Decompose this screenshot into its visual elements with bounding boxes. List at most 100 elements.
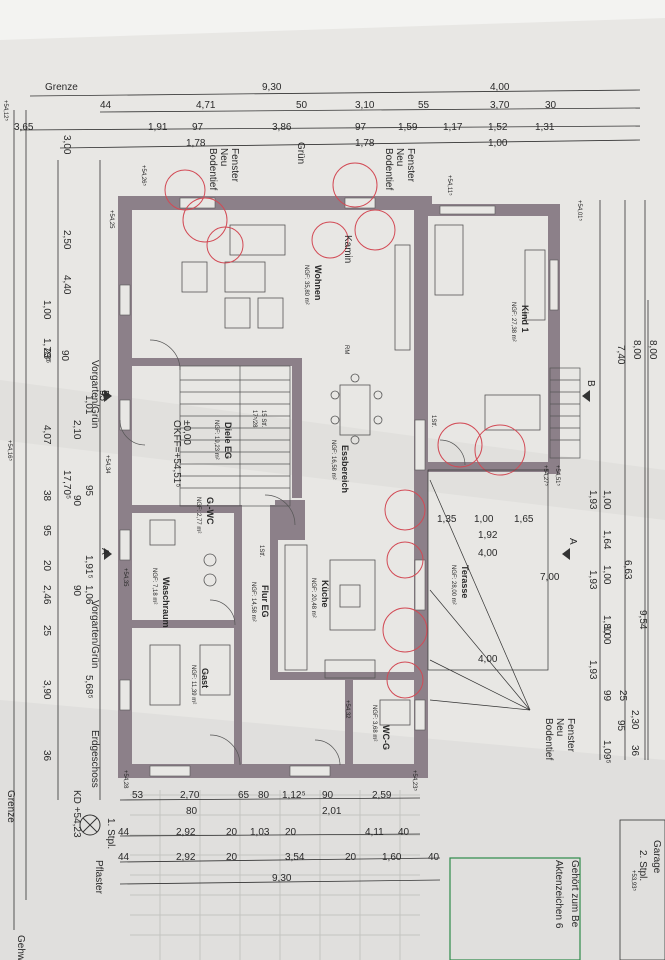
bottom-row3-value: 20 (345, 852, 357, 863)
right-col3-value: 1,64 (601, 530, 612, 550)
dim-row3-value: 1,31 (535, 122, 555, 133)
dim-overall-right: 4,00 (490, 82, 510, 93)
bottom-row1-value: 1,12⁵ (282, 790, 306, 801)
left-dim-lines (13, 110, 101, 930)
bottom-row3-value: 44 (118, 852, 130, 863)
room-kueche-area: NGF: 20,48 m² (310, 578, 316, 618)
vorgarten-label-2: Vorgarten/Grün (89, 600, 100, 668)
vorgarten-label-1: Vorgarten/Grün (89, 360, 100, 428)
right-col3-value: 1,00 (601, 625, 612, 645)
left-col3-value: 5,68⁵ (83, 675, 94, 699)
level-lvl-entrance: +54,34 (104, 455, 110, 474)
room-flur-area: NGF: 14,58 m² (250, 582, 256, 622)
furniture (149, 224, 546, 726)
bottom-row2-value: 4,11 (365, 827, 384, 838)
stamp-text-line-1: Aktenzeichen 6 (553, 860, 564, 929)
terrace-dim-value: 1,65 (514, 514, 534, 525)
room-wohnen-area: NGF: 35,80 m² (303, 265, 309, 305)
right-col2-value: 9,54 (637, 610, 648, 630)
right-dim-lines (599, 200, 649, 760)
right-col3-value: 99 (601, 690, 612, 702)
left-col2-value: 95 (41, 525, 52, 537)
section-a-right: A (567, 538, 578, 545)
right-col1-value: 7,40 (615, 345, 626, 365)
dim-row2-value: 44 (100, 100, 112, 111)
left-col2-value: 1,78⁵ (41, 338, 52, 362)
stpl1-label: 1. Stpl. (105, 818, 116, 849)
left-col3-value: 95 (83, 485, 94, 497)
paving-hatch (130, 790, 420, 960)
dim-row2-value: 3,10 (355, 100, 375, 111)
fireplace-label: Kamin (342, 235, 353, 263)
bottom-row2-value: 20 (285, 827, 297, 838)
room-waschraum: Waschraum (161, 577, 171, 628)
window-mid-label-line-2: Bodentief (383, 148, 394, 190)
room-gast-area: NGF: 11,39 m² (190, 665, 196, 704)
top-dimensions (19, 89, 641, 149)
gehweg-label: Gehweg (15, 935, 26, 960)
window-left-label-line-0: Fenster (229, 148, 240, 183)
room-wcg: WC-G (381, 725, 391, 750)
dim-row2-value: 30 (545, 100, 557, 111)
left-col1-value: 17,70⁵ (61, 470, 72, 499)
bottom-row2-value: 20 (226, 827, 238, 838)
level-lvl-terr2: +54,27⁵ (542, 465, 549, 487)
kd-label: KD +54,23 (71, 790, 82, 838)
level-lvl-edge: +54,12⁵ (2, 100, 9, 122)
terrace-dim-value: 1,92 (478, 530, 498, 541)
dim-row2-value: 50 (296, 100, 308, 111)
room-wohnen: Wohnen (313, 265, 323, 300)
left-col2-value: 3,90 (41, 680, 52, 700)
bottom-row1-value: 80 (258, 790, 270, 801)
section-a-left: A (99, 548, 110, 555)
dim-row3-value: 97 (192, 122, 204, 133)
window-left-label-line-1: Neu (218, 148, 229, 166)
garage-label: Garage (651, 840, 662, 874)
left-col2-value: 25 (41, 625, 52, 637)
section-marks (104, 390, 590, 560)
stpl2-label: 2. Stpl. (637, 850, 648, 881)
bottom-row1-value: 2,70 (180, 790, 200, 801)
bottom-row2-value: 40 (398, 827, 410, 838)
room-kind1: Kind 1 (520, 305, 530, 333)
level-markers: +54,26⁵+54,11⁵+54,01⁵+54,25+54,51⁵+54,27… (2, 100, 637, 892)
room-kind1-area: NGF: 27,38 m² (510, 302, 516, 342)
terrace-dim-value: 4,00 (478, 548, 498, 559)
room-kueche: Küche (320, 580, 330, 608)
bottom-row2-value: 2,92 (176, 827, 196, 838)
dim-overall-top: 9,30 (262, 82, 282, 93)
section-b-right: B (585, 380, 596, 387)
left-col3-value: 2,10 (71, 420, 82, 440)
dim-row3-value: 97 (355, 122, 367, 133)
dim-row3-value: 1,59 (398, 122, 418, 133)
room-essbereich: Essbereich (340, 445, 350, 493)
left-col1-value: 2,50 (61, 230, 72, 250)
room-waschraum-area: NGF: 7,18 m² (151, 568, 157, 604)
bottom-row3-value: 20 (226, 852, 238, 863)
dim-row2-value: 4,71 (196, 100, 216, 111)
right-col3-value: 1,80 (601, 615, 612, 635)
floor-zero-label-line-0: ±0,00 (181, 420, 192, 445)
left-col3-value: 90 (71, 585, 82, 597)
right-col3-value: 1,93 (587, 490, 598, 510)
room-flur: Flur EG (260, 585, 270, 618)
left-col3-value: 90 (71, 495, 82, 507)
left-col3-value: 1,91⁵ (83, 555, 94, 579)
terrace-dim-value: 7,00 (540, 572, 560, 583)
window-right-label-line-2: Bodentief (543, 718, 554, 760)
section-b-left: B (99, 390, 110, 397)
left-col2-value: 4,07 (41, 425, 52, 445)
dim-row2-value: 3,70 (490, 100, 510, 111)
level-lvl-w1: +54,25 (108, 210, 114, 229)
left-col2-value: 36 (41, 750, 52, 762)
stairs-label-line-0: 15 Stf. (260, 410, 266, 428)
level-lvl-side: +54,16⁵ (6, 440, 13, 462)
window-right-label-line-0: Fenster (565, 718, 576, 753)
